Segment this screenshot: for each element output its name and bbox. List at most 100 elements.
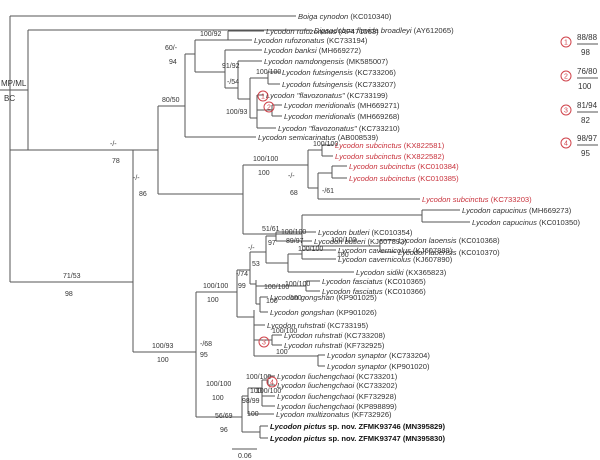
taxon-label: Lycodon fasciatus (KC010365) — [322, 277, 426, 286]
taxon-label: Boiga cynodon (KC010340) — [298, 12, 392, 21]
taxon-label: Lycodon gongshan (KP901025) — [270, 293, 377, 302]
support-top: -/54 — [227, 79, 239, 86]
svg-text:3: 3 — [564, 108, 568, 115]
support-top: 100/100 — [253, 156, 278, 163]
legend-entry-3: 3 81/94 82 — [560, 101, 598, 125]
support-top: -/68 — [200, 341, 212, 348]
support-top: 98/99 — [242, 398, 260, 405]
taxon-label: Lycodon namdongensis (MK585007) — [264, 57, 388, 66]
tree-branches — [0, 15, 470, 450]
support-top: 60/- — [165, 45, 178, 52]
svg-text:3: 3 — [262, 340, 266, 347]
taxon-label-highlighted: Lycodon subcinctus (KC010384) — [349, 162, 459, 171]
legend-support-top: 98/97 — [577, 134, 598, 143]
support-top: 100/93 — [152, 343, 174, 350]
node-badge: 3 — [258, 336, 270, 348]
support-bottom: 100 — [258, 170, 270, 177]
support-bottom: 78 — [112, 158, 120, 165]
taxon-label: Lycodon meridionalis (MH669268) — [284, 112, 400, 121]
support-top: 100/100 — [246, 374, 271, 381]
taxon-label: Lycodon synaptor (KP901020) — [327, 362, 430, 371]
taxon-label: Lycodon ruhstrati (KC733195) — [267, 321, 369, 330]
taxon-label: Lycodon cavernicolus (KJ607889) — [338, 246, 453, 255]
support-bottom: 95 — [200, 352, 208, 359]
taxon-label: Lycodon cavernicolus (KJ607890) — [338, 255, 453, 264]
taxon-label: Lycodon liuchengchaoi (KC733201) — [277, 372, 398, 381]
taxon-label: Lycodon butleri (KJ607892) — [314, 237, 407, 246]
svg-text:4: 4 — [564, 141, 568, 148]
support-top: -/61 — [322, 188, 334, 195]
legend-entry-2: 2 76/80 100 — [560, 67, 598, 91]
legend-entry-4: 4 98/97 95 — [560, 134, 598, 158]
node-badge: 4 — [266, 376, 278, 388]
support-top: 100/100 — [281, 229, 306, 236]
support-bottom: 100 — [247, 411, 259, 418]
taxon-label-highlighted: Lycodon subcinctus (KC733203) — [422, 195, 532, 204]
legend-support-top: 76/80 — [577, 67, 598, 76]
taxon-label: Lycodon liuchengchaoi (KC733202) — [277, 381, 398, 390]
taxon-label: Lycodon ruhstrati (KC733208) — [284, 331, 386, 340]
taxon-label: Lycodon futsingensis (KC733207) — [282, 80, 396, 89]
node-badge: 1 — [257, 90, 269, 102]
support-top: 100/100 — [256, 69, 281, 76]
support-top: 89/97 — [286, 238, 304, 245]
taxon-label: Lycodon capucinus (KC010350) — [472, 218, 580, 227]
support-bottom: 96 — [220, 427, 228, 434]
support-top: 100/100 — [272, 328, 297, 335]
support-top: 100/100 — [285, 281, 310, 288]
method-label-bottom: BC — [4, 94, 15, 103]
taxon-label: Lycodon futsingensis (KC733206) — [282, 68, 396, 77]
support-top: 100/100 — [313, 141, 338, 148]
inline-node-badges: 1 2 3 4 — [257, 90, 278, 388]
legend-support-top: 81/94 — [577, 101, 598, 110]
taxon-label: Lycodon sidiki (KX365823) — [356, 268, 447, 277]
taxon-labels: Boiga cynodon (KC010340) Dipsadoboa flav… — [254, 12, 580, 443]
taxon-label: Lycodon "flavozonatus" (KC733199) — [266, 91, 388, 100]
taxon-label: Lycodon multizonatus (KF732926) — [276, 410, 392, 419]
support-top: -/- — [288, 173, 295, 180]
support-top: 100/100 — [203, 283, 228, 290]
support-bottom: 100 — [157, 357, 169, 364]
support-bottom: 100 — [276, 349, 288, 356]
node-legend: 1 88/88 98 2 76/80 100 3 81/94 82 4 98/9… — [560, 33, 598, 158]
legend-support-bottom: 98 — [581, 48, 590, 57]
support-values: 71/53 98 -/- 78 80/50 60/- 94 100/92 91/… — [63, 31, 356, 434]
support-bottom: 100 — [266, 298, 278, 305]
taxon-label: Dipsadoboa flavida broadleyi (AY612065) — [314, 26, 454, 35]
support-top: 100/100 — [264, 284, 289, 291]
legend-support-bottom: 95 — [581, 149, 590, 158]
taxon-label: Lycodon ruhstrati (KF732925) — [284, 341, 385, 350]
support-top: 100/100 — [256, 388, 281, 395]
svg-text:2: 2 — [267, 105, 271, 112]
taxon-label: Lycodon meridionalis (MH669271) — [284, 101, 400, 110]
legend-support-top: 88/88 — [577, 33, 598, 42]
svg-text:4: 4 — [270, 380, 274, 387]
taxon-label-new-species: Lycodon pictus sp. nov. ZFMK93746 (MN395… — [270, 422, 445, 431]
support-bottom: 100 — [290, 295, 302, 302]
support-top: 71/53 — [63, 273, 81, 280]
support-top: 100/100 — [206, 381, 231, 388]
support-bottom: 100 — [250, 388, 262, 395]
support-top: 100/100 — [331, 237, 356, 244]
support-top: 56/69 — [215, 413, 233, 420]
taxon-label: Lycodon synaptor (KC733204) — [327, 351, 430, 360]
node-badge: 2 — [263, 101, 275, 113]
support-top: 51/61 — [262, 226, 280, 233]
legend-support-bottom: 100 — [578, 82, 592, 91]
taxon-label: Lycodon gongshan (KP901026) — [270, 308, 377, 317]
support-bottom: 94 — [169, 59, 177, 66]
legend-entry-1: 1 88/88 98 — [560, 33, 598, 57]
svg-text:1: 1 — [564, 40, 568, 47]
support-bottom: 68 — [290, 190, 298, 197]
scale-label: 0.06 — [238, 453, 252, 460]
taxon-label: Lycodon laoensis (KC010370) — [398, 248, 500, 257]
support-top: 80/50 — [162, 97, 180, 104]
taxon-label: Lycodon capucinus (MH669273) — [462, 206, 572, 215]
taxon-label: Lycodon "flavozonatus" (KC733210) — [278, 124, 400, 133]
taxon-label: Lycodon fasciatus (KC010366) — [322, 287, 426, 296]
support-top: -/- — [133, 175, 140, 182]
svg-text:2: 2 — [564, 74, 568, 81]
taxon-label: Lycodon liuchengchaoi (KP898899) — [277, 402, 397, 411]
support-top: -/- — [248, 245, 255, 252]
